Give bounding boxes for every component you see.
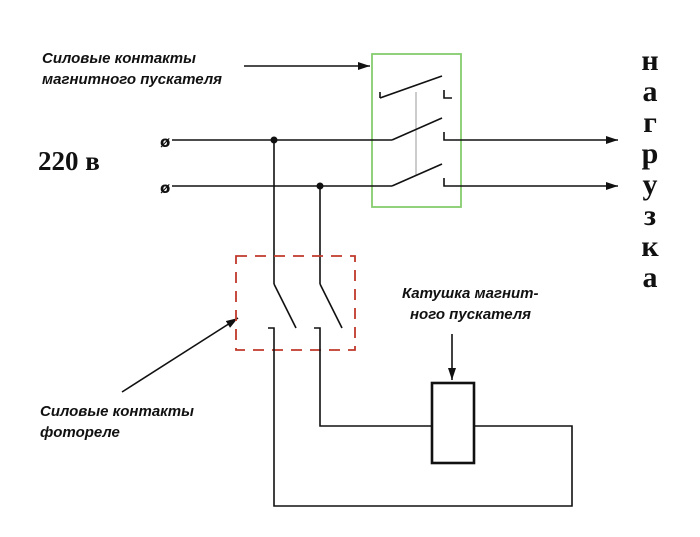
load-letter: н [641,44,658,77]
coil-label-line1: Катушка магнит- [402,285,539,302]
load-letter: з [644,199,656,232]
load-letter: г [643,106,657,139]
voltage-label: 220 в [38,146,100,176]
load-letter: а [643,75,658,108]
starter-contacts-box [371,53,462,208]
coil-feed-wire [319,352,432,427]
relay-contacts-box [235,255,356,351]
load-letter: р [642,137,659,170]
terminal-symbol-neutral: ø [160,179,170,197]
relay-contact-2 [314,283,343,352]
terminal-symbol-phase: ø [160,133,170,151]
relay-contacts-label-line1: Силовые контакты [40,403,194,420]
load-letter: к [641,230,659,263]
load-letter: а [643,261,658,294]
load-letter: у [643,168,658,201]
starter-contacts-label-line2: магнитного пускателя [42,71,222,88]
relay-contact-1 [268,283,297,352]
starter-contacts-label-line1: Силовые контакты [42,50,196,67]
coil-return-wire [273,352,573,507]
load-label: н а г р у з к а [641,44,659,294]
relay-contacts-pointer-arrow [121,317,239,393]
coil-label-line2: ного пускателя [410,306,531,323]
coil [430,381,476,465]
starter-contact-1 [379,75,452,99]
starter-contact-2 [391,117,460,141]
relay-contacts-label-line2: фотореле [40,424,120,441]
starter-contact-3 [391,163,460,187]
